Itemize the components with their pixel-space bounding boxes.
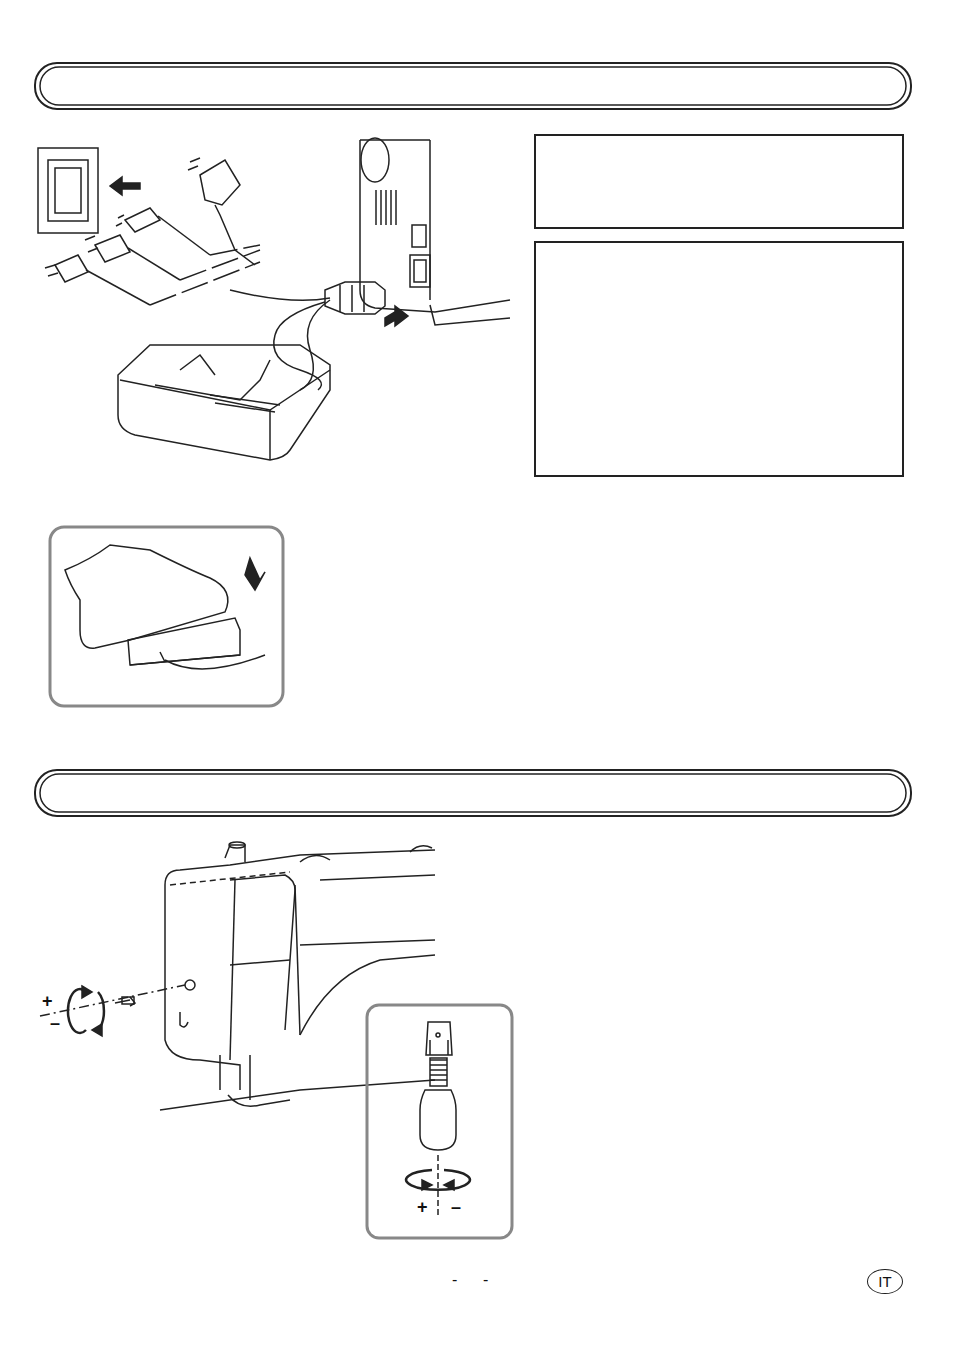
direction-sign: – <box>50 1014 60 1032</box>
page-mark: - <box>452 1272 457 1288</box>
direction-sign: – <box>451 1198 461 1216</box>
language-badge: IT <box>867 1269 902 1294</box>
page-mark: - <box>483 1272 488 1288</box>
direction-sign: + <box>417 1198 428 1216</box>
language-code: IT <box>871 1271 898 1292</box>
direction-sign: + <box>42 992 53 1010</box>
